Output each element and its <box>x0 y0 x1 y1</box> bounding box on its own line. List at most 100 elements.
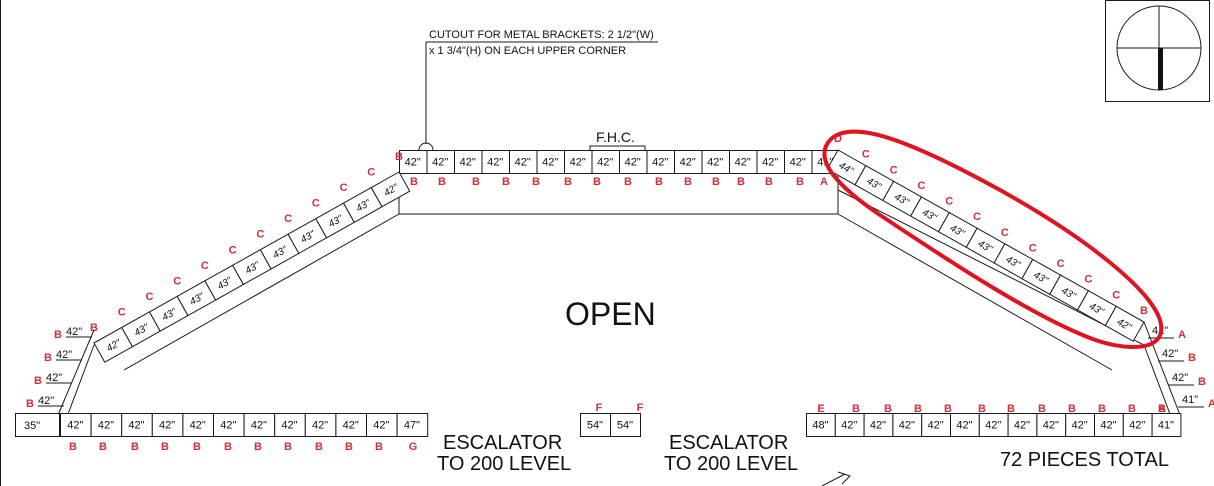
bottom-right-panel-size: 42" <box>841 420 857 432</box>
top-row-panel-type: B <box>765 176 773 188</box>
right-diag-panel-box <box>1104 305 1145 342</box>
top-row-panel-size: 42" <box>652 157 668 169</box>
bottom-mid-panel-size: 54" <box>617 420 633 432</box>
left-diag-panel: 43" <box>315 202 355 239</box>
right-diag-panel: 43" <box>854 164 895 202</box>
bottom-left-panel-type: B <box>284 441 292 453</box>
bottom-right-panel-type: B <box>1098 403 1106 415</box>
right-diag-panel: 43" <box>937 211 978 249</box>
top-row-panel-type: B <box>796 176 804 188</box>
right-diag-panel-type: C <box>973 211 981 223</box>
left-diag-panel-box <box>370 171 411 208</box>
bottom-right-panel-type: B <box>978 403 986 415</box>
bottom-left-panel-size: 42" <box>373 420 389 432</box>
bottom-left-panel-type: B <box>99 441 107 453</box>
bottom-left-panel-size: 42" <box>190 420 206 432</box>
right-diag-panel-type: C <box>862 149 870 161</box>
bottom-left-panel-size: 42" <box>343 420 359 432</box>
left-diagonal-panels: 42"43"43"43"43"43"43"43"43"43"42"BCCCCCC… <box>90 151 411 363</box>
bottom-left-panel-type: B <box>375 441 383 453</box>
right-diag-panel: 43" <box>882 180 923 217</box>
top-row-panel-type: B <box>624 176 632 188</box>
top-row-panel-size: 42" <box>597 157 613 169</box>
top-row-panel-type: B <box>438 176 446 188</box>
bottom-right-panel-size: 41" <box>1158 420 1174 432</box>
right-diag-panel-type: C <box>1112 289 1120 301</box>
bottom-left-panel-size: 42" <box>281 420 297 432</box>
right-stack-panel-size: 41" <box>1182 394 1198 406</box>
right-stack-panel-size: 42" <box>1172 372 1188 384</box>
left-diag-panel-type: C <box>284 213 292 225</box>
left-diag-panel-type: B <box>90 322 98 334</box>
total-pieces-label: 72 PIECES TOTAL <box>1000 449 1169 471</box>
left-diag-panel: 42" <box>370 171 411 208</box>
top-row-panel-size: 42" <box>625 157 641 169</box>
bottom-left-panel-size: 42" <box>159 420 175 432</box>
left-stack-panel-type: B <box>26 398 34 410</box>
top-row-panel-type: B <box>593 176 601 188</box>
bottom-left-panel-size: 42" <box>128 420 144 432</box>
left-stack-panel-size: 42" <box>38 395 54 407</box>
fhc-label: F.H.C. <box>596 129 635 145</box>
bottom-left-panels: 35"42"42"42"42"42"42"42"42"42"42"42"47"B… <box>15 413 429 453</box>
left-stack-panel-type: B <box>44 352 52 364</box>
open-label: OPEN <box>565 296 656 332</box>
right-diag-panel-type: C <box>1084 274 1092 286</box>
top-row-panel-size: 42" <box>515 157 531 169</box>
bottom-right-panel-type: B <box>1038 403 1046 415</box>
bottom-right-panel-type: B <box>1158 403 1166 415</box>
left-diag-panel-type: C <box>118 306 126 318</box>
top-row-panel-size: 42" <box>570 157 586 169</box>
left-stack-panel-size: 42" <box>56 349 72 361</box>
top-row-panel-type: B <box>684 176 692 188</box>
top-row-panel-type: B <box>737 176 745 188</box>
escalator-left-line2: TO 200 LEVEL <box>437 453 571 475</box>
left-diag-panel-type: C <box>229 244 237 256</box>
right-diag-panel: 42" <box>1104 305 1145 342</box>
bottom-right-panel-size: 42" <box>1072 420 1088 432</box>
top-row-panel-size: 42" <box>735 157 751 169</box>
left-stack-panels: 42"B42"B42"B42"B <box>26 326 95 416</box>
left-diag-panel-type: C <box>367 167 375 179</box>
right-diag-panel-type: C <box>1001 227 1009 239</box>
bottom-right-panel-type: E <box>817 403 824 415</box>
right-stack-panel-type: A <box>1208 398 1214 410</box>
bottom-left-panel-type: G <box>409 441 418 453</box>
bottom-right-panel-type: B <box>944 403 952 415</box>
left-stack-panel-size: 42" <box>66 326 82 338</box>
top-row-panel-size: 42" <box>542 157 558 169</box>
left-diag-panel-type: C <box>256 229 264 241</box>
bottom-left-panel-type: B <box>193 441 201 453</box>
bottom-left-panel-size: 42" <box>220 420 236 432</box>
bottom-right-panel-size: 42" <box>1043 420 1059 432</box>
right-diagonal-panels: 44"43"43"43"43"43"43"43"43"43"42"DCCCCCC… <box>826 133 1148 342</box>
highlight-ellipse <box>822 129 1164 349</box>
top-row-panel-size: 42" <box>432 157 448 169</box>
right-diag-panel: 43" <box>1076 290 1117 327</box>
bottom-left-panel-size: 42" <box>67 420 83 432</box>
right-diag-panel-type: C <box>1057 258 1065 270</box>
bottom-left-panel <box>396 413 429 437</box>
top-row-panel-size: 42" <box>707 157 723 169</box>
left-diag-panel-type: C <box>201 260 209 272</box>
right-stack-panel-type: B <box>1188 352 1196 364</box>
bottom-left-panel-type: B <box>224 441 232 453</box>
escalator-right-line1: ESCALATOR <box>669 432 788 454</box>
right-diag-panel-type: D <box>834 133 842 145</box>
bottom-right-panel-size: 42" <box>1014 420 1030 432</box>
left-diag-panel-type: C <box>145 291 153 303</box>
left-diag-panel: 43" <box>287 217 328 255</box>
top-row-panel-size: 42" <box>790 157 806 169</box>
bottom-left-panel-type: B <box>69 441 77 453</box>
left-diag-panel-type: B <box>395 151 403 163</box>
bottom-left-panel-size: 42" <box>312 420 328 432</box>
bottom-left-panel-size: 47" <box>404 420 420 432</box>
top-row-panel-size: 42" <box>405 157 421 169</box>
top-row-panel-type: B <box>655 176 663 188</box>
right-diag-panel-type: C <box>1029 242 1037 254</box>
top-row-panel-size: 42" <box>680 157 696 169</box>
bottom-left-panel-type: B <box>254 441 262 453</box>
bottom-mid-panel-type: F <box>596 402 603 414</box>
bottom-right-panel-type: B <box>1128 403 1136 415</box>
